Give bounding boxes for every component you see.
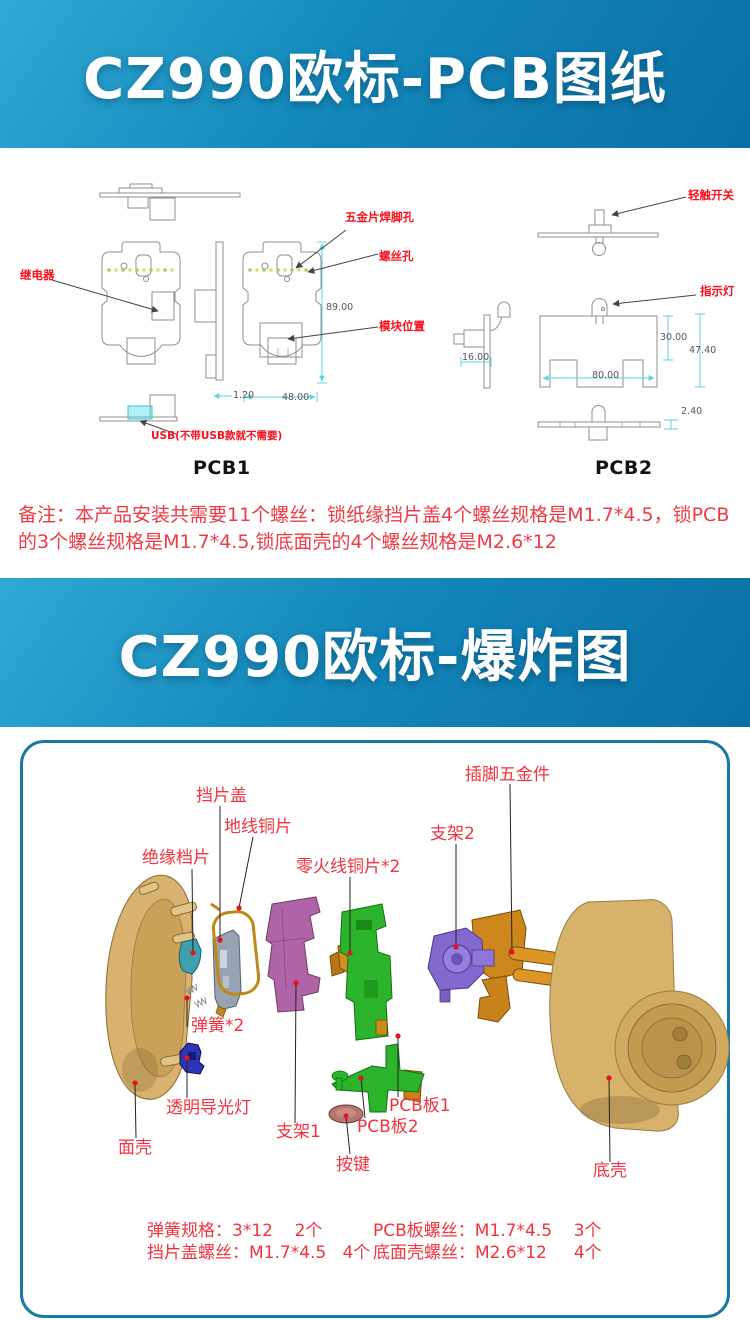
pcb-technical-drawing <box>51 183 705 441</box>
pcb-board1-shape <box>339 903 393 1041</box>
bottom-shell-shape <box>549 899 730 1132</box>
relay-outline <box>151 291 175 321</box>
spec-spring: 弹簧规格：3*12 2个 <box>147 1221 323 1241</box>
pcb2-side-view <box>453 301 511 389</box>
pcb1-side-view <box>194 241 224 381</box>
insulation-piece-shape <box>178 938 202 975</box>
dim-1-20: 1.20 <box>233 390 255 401</box>
label-usb: USB(不带USB款就不需要) <box>151 430 283 442</box>
exploded-section-header: CZ990欧标-爆炸图 <box>0 578 750 727</box>
label-indicator-light: 指示灯 <box>700 284 735 298</box>
ground-copper-shape <box>210 902 261 996</box>
pcb2-top-view <box>537 209 659 256</box>
bracket1-shape <box>265 896 321 1013</box>
label-nl-copper: 零火线铜片*2 <box>296 857 401 877</box>
pin-hardware-shape <box>477 946 568 1023</box>
spec-bottom-screw: 底面壳螺丝：M2.6*12 4个 <box>373 1243 602 1263</box>
label-solder-holes: 五金片焊脚孔 <box>345 210 414 224</box>
pcb2-caption: PCB2 <box>595 457 653 479</box>
pcb-section-header: CZ990欧标-PCB图纸 <box>0 0 750 148</box>
label-light-guide: 透明导光灯 <box>166 1098 251 1118</box>
exploded-section-title: CZ990欧标-爆炸图 <box>118 625 632 690</box>
label-tact-switch: 轻触开关 <box>688 188 734 202</box>
light-guide-shape <box>179 1042 205 1075</box>
exploded-leader-lines <box>134 783 611 1163</box>
label-pin-hardware: 插脚五金件 <box>465 765 550 785</box>
dim-30: 30.00 <box>660 332 688 343</box>
label-springs: 弹簧*2 <box>191 1016 245 1036</box>
label-baffle-cover: 挡片盖 <box>196 786 247 806</box>
label-bracket2: 支架2 <box>430 824 475 844</box>
springs-shape <box>184 983 207 1009</box>
label-face-shell: 面壳 <box>118 1138 152 1158</box>
face-shell-shape <box>105 874 198 1100</box>
label-ground-copper: 地线铜片 <box>224 817 292 837</box>
pcb1-caption: PCB1 <box>193 457 251 479</box>
label-relay: 继电器 <box>20 268 55 282</box>
bracket2-shape <box>427 927 495 1003</box>
dim-16: 16.00 <box>462 352 490 363</box>
pcb-board2-shape <box>331 1043 425 1113</box>
dim-2-40: 2.40 <box>681 406 703 417</box>
pcb-section-title: CZ990欧标-PCB图纸 <box>83 46 667 112</box>
label-screw-hole: 螺丝孔 <box>379 249 414 263</box>
dim-48: 48.00 <box>282 392 310 403</box>
dim-47-40: 47.40 <box>689 345 717 356</box>
leader-lines <box>51 196 697 435</box>
label-pcb-board2: PCB板2 <box>357 1117 419 1137</box>
dim-89: 89.00 <box>326 302 354 313</box>
module-outline <box>259 322 303 358</box>
dim-80: 80.00 <box>592 370 620 381</box>
pcb1-top-view <box>99 183 241 221</box>
label-button: 按键 <box>336 1155 370 1175</box>
spec-baffle-screw: 挡片盖螺丝：M1.7*4.5 4个 <box>147 1243 371 1263</box>
baffle-cover-shape <box>212 929 242 1018</box>
pcb1-front-view-2 <box>242 241 322 365</box>
spec-pcb-screw: PCB板螺丝：M1.7*4.5 3个 <box>373 1221 602 1241</box>
label-bottom-shell: 底壳 <box>593 1161 627 1181</box>
note-text: 备注：本产品安装共需要11个螺丝：锁纸缘挡片盖4个螺丝规格是M1.7*4.5，锁… <box>18 504 730 553</box>
pcb1-front-view-1 <box>101 241 181 365</box>
leader-anchor-dots <box>132 905 612 1119</box>
label-pcb-board1: PCB板1 <box>389 1096 451 1116</box>
label-module-position: 模块位置 <box>379 319 425 333</box>
usb-highlight <box>127 405 153 420</box>
dimension-lines <box>213 241 705 430</box>
exploded-view-diagram <box>105 783 730 1163</box>
pcb2-front-view <box>539 298 658 388</box>
pcb2-bottom-view <box>537 405 661 441</box>
label-bracket1: 支架1 <box>276 1122 321 1142</box>
label-insulation: 绝缘档片 <box>142 848 210 868</box>
